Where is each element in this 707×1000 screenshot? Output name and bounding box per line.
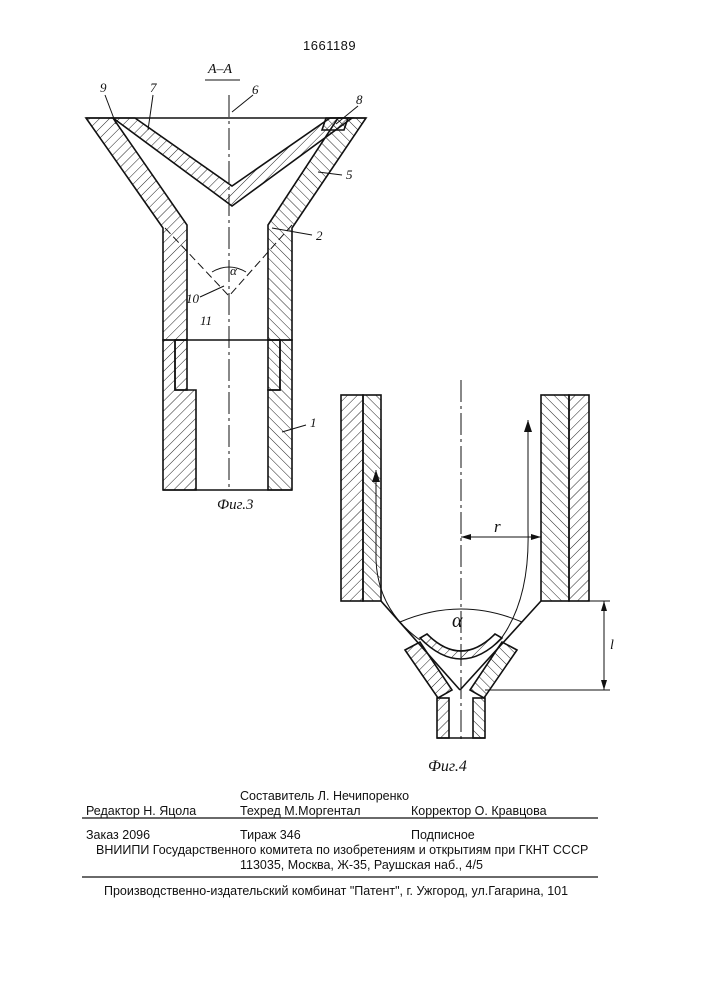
callout-9: 9 [100, 80, 107, 96]
alpha-label: α [230, 263, 237, 279]
publisher-line: Производственно-издательский комбинат "П… [104, 884, 568, 898]
corrector: Корректор О. Кравцова [411, 804, 547, 818]
figure-4 [341, 380, 610, 740]
fig4-alpha-label: α [452, 610, 463, 633]
callout-6: 6 [252, 82, 259, 98]
radius-label: r [494, 517, 501, 537]
callout-5: 5 [346, 167, 353, 183]
composer: Составитель Л. Нечипоренко [240, 789, 409, 803]
order: Заказ 2096 [86, 828, 150, 842]
callout-7: 7 [150, 80, 157, 96]
callout-10: 10 [186, 291, 199, 307]
callout-1: 1 [310, 415, 317, 431]
callout-2: 2 [316, 228, 323, 244]
height-label: l [610, 638, 614, 654]
callout-8: 8 [356, 92, 363, 108]
editor: Редактор Н. Яцола [86, 804, 196, 818]
subscription: Подписное [411, 828, 475, 842]
fig4-caption: Фиг.4 [428, 758, 467, 776]
section-label: А–А [208, 62, 232, 78]
fig3-caption: Фиг.3 [217, 497, 253, 514]
figure-3 [86, 80, 366, 490]
techred: Техред М.Моргентал [240, 804, 361, 818]
circulation: Тираж 346 [240, 828, 301, 842]
vniipi-line: ВНИИПИ Государственного комитета по изоб… [96, 843, 588, 857]
callout-11: 11 [200, 313, 212, 329]
address-line: 113035, Москва, Ж-35, Раушская наб., 4/5 [240, 858, 483, 872]
